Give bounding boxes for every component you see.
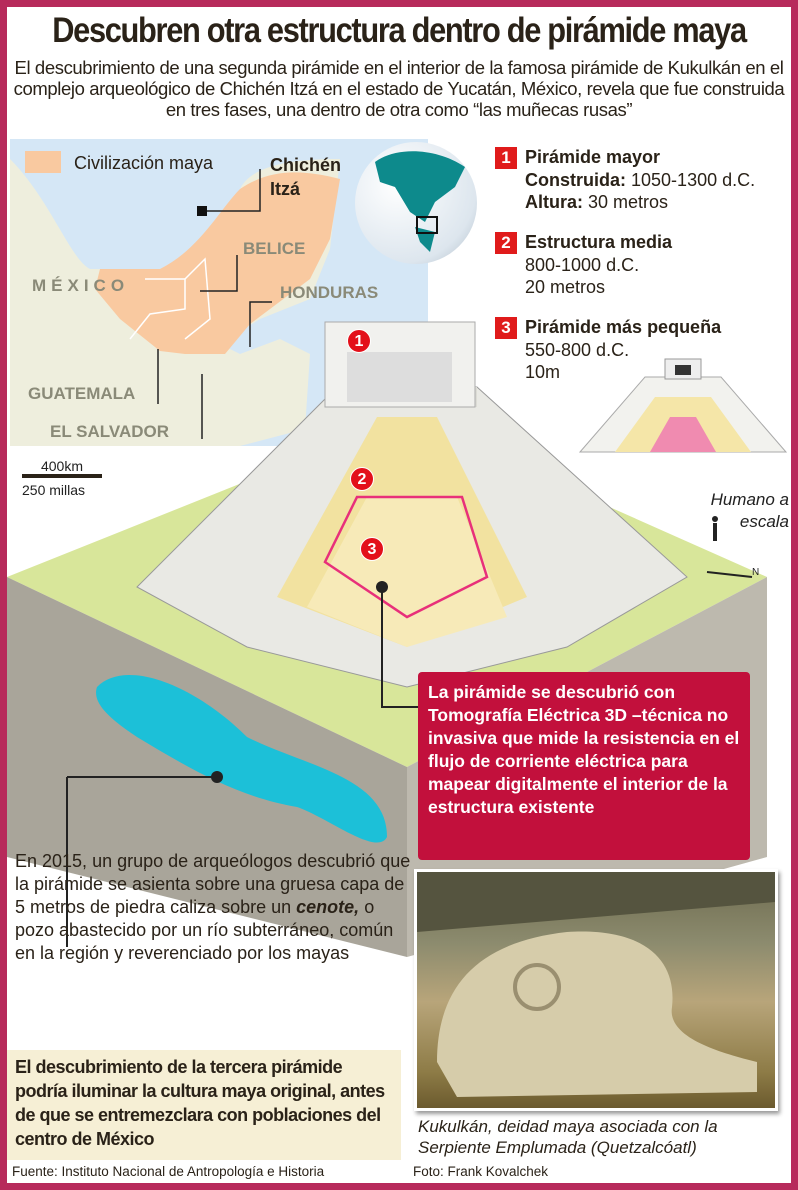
photo-caption: Kukulkán, deidad maya asociada con la Se… xyxy=(418,1117,718,1157)
legend-label: Altura: xyxy=(525,192,583,213)
cenote xyxy=(96,675,388,843)
human-scale-label: Humano a escala xyxy=(710,490,789,531)
cenote-text: En 2015, un grupo de arqueólogos descubr… xyxy=(15,850,415,965)
country-el-salvador: EL SALVADOR xyxy=(50,422,170,441)
compass-arrow xyxy=(706,571,753,578)
scale-bar: 400km xyxy=(22,458,102,478)
country-belice: BELICE xyxy=(243,239,306,258)
legend-value: 1050-1300 d.C. xyxy=(631,170,756,191)
pyramid-cross-section xyxy=(7,321,767,957)
legend-value: 20 metros xyxy=(525,277,606,298)
legend-label: Construida: xyxy=(525,170,626,191)
legend-value: 550-800 d.C. xyxy=(525,340,630,361)
human-icon xyxy=(713,523,717,541)
legend-value: 800-1000 d.C. xyxy=(525,255,640,276)
legend-name: Pirámide mayor xyxy=(525,147,661,167)
text: o pozo abastecido por un río subterráneo… xyxy=(15,897,394,963)
photo-credit: Foto: Frank Kovalchek xyxy=(413,1164,549,1179)
marker-3: 3 xyxy=(360,537,384,561)
map-shapes xyxy=(10,159,340,446)
map-legend-label: Civilización maya xyxy=(74,153,214,173)
kukulkan-photo xyxy=(414,869,778,1111)
compass-label: N xyxy=(752,567,760,578)
cenote-term: cenote, xyxy=(296,897,360,917)
number-badge: 2 xyxy=(495,232,517,255)
small-pyramid-illustration xyxy=(578,358,788,453)
legend-swatch xyxy=(25,151,61,173)
globe-icon xyxy=(355,142,477,264)
infographic: Descubren otra estructura dentro de pirá… xyxy=(7,7,791,1183)
legend-item-1: 1 Pirámide mayor Construida: 1050-1300 d.… xyxy=(495,147,755,213)
number-badge: 1 xyxy=(495,147,517,170)
marker-2: 2 xyxy=(350,467,374,491)
legend-name: Estructura media xyxy=(525,232,673,252)
country-mexico: MÉXICO xyxy=(32,276,130,295)
country-honduras: HONDURAS xyxy=(280,283,379,302)
site-label: Chichén Itzá xyxy=(270,155,342,199)
marker-1: 1 xyxy=(347,329,371,353)
legend-name: Pirámide más pequeña xyxy=(525,317,722,337)
source: Fuente: Instituto Nacional de Antropolog… xyxy=(12,1164,325,1179)
scale-miles: 250 millas xyxy=(22,482,86,498)
page-title: Descubren otra estructura dentro de pirá… xyxy=(52,11,747,50)
number-badge: 3 xyxy=(495,317,517,340)
chichen-itza-marker xyxy=(197,206,207,216)
legend-value: 10m xyxy=(525,362,561,383)
callout-box: La pirámide se descubrió con Tomografía … xyxy=(418,672,750,860)
legend-value: 30 metros xyxy=(588,192,669,213)
country-guatemala: GUATEMALA xyxy=(28,384,136,403)
legend-item-3: 3 Pirámide más pequeña 550-800 d.C. 10m xyxy=(495,317,721,383)
subtitle: El descubrimiento de una segunda pirámid… xyxy=(13,57,785,120)
text: En 2015, un grupo de arqueólogos descubr… xyxy=(15,851,411,917)
pyramid-small-outline xyxy=(323,495,489,619)
legend-item-2: 2 Estructura media 800-1000 d.C. 20 metro… xyxy=(495,232,672,298)
conclusion-box: El descubrimiento de la tercera pirámide… xyxy=(7,1050,401,1160)
